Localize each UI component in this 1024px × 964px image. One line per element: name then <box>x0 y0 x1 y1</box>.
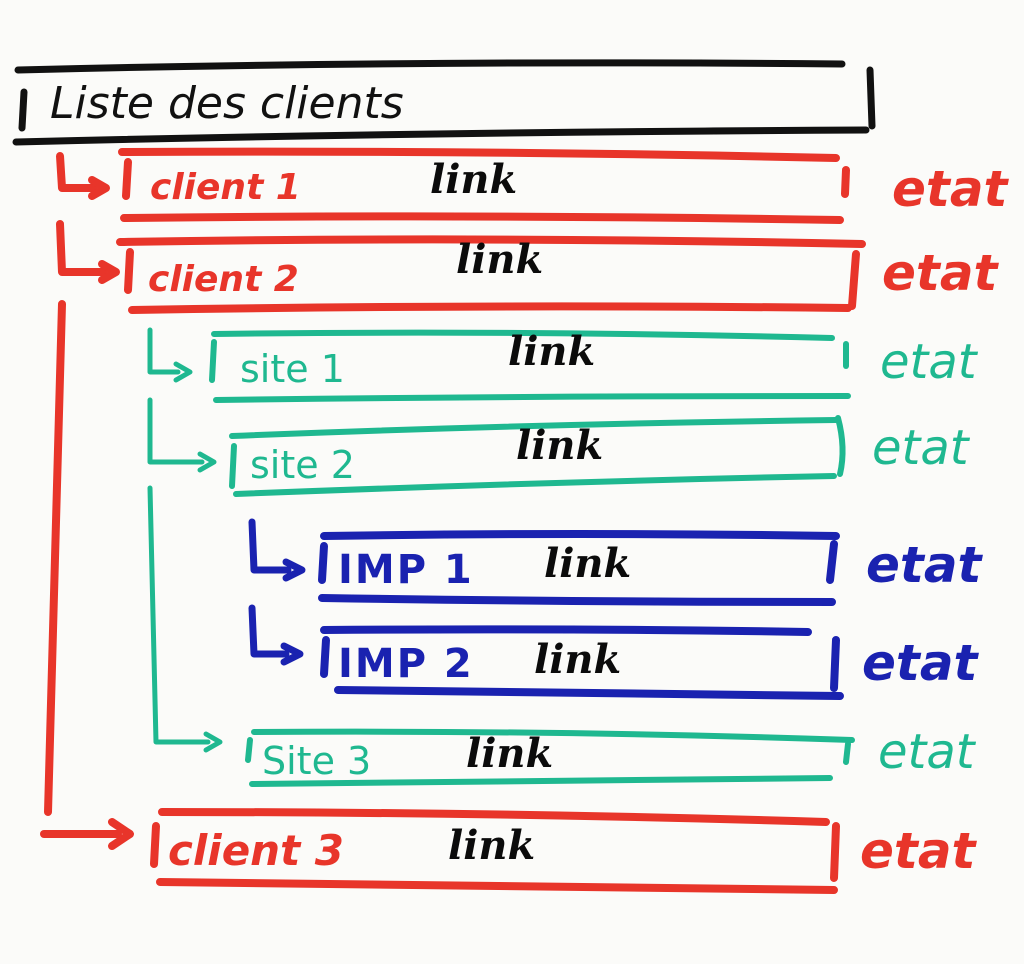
site-2-arrowhead <box>197 451 217 473</box>
row-link-site-1[interactable]: link <box>508 328 596 375</box>
site-3-box <box>245 728 855 787</box>
site-2-box <box>229 415 846 497</box>
row-state-client-3: etat <box>860 822 976 880</box>
client-2-arrowhead <box>98 260 120 284</box>
row-label-site-3: Site 3 <box>262 739 372 783</box>
row-label-client-2: client 2 <box>148 259 299 300</box>
row-label-site-1: site 1 <box>240 347 345 391</box>
client-connectors <box>40 152 134 850</box>
site-3-arrowhead <box>203 731 223 753</box>
row-link-imp-1[interactable]: link <box>544 540 632 587</box>
row-link-site-2[interactable]: link <box>516 422 604 469</box>
row-state-site-2: etat <box>872 420 969 476</box>
header-bottom-line <box>12 126 870 146</box>
client-1-arrow <box>56 152 98 192</box>
row-label-imp-1: IMP 1 <box>338 547 474 593</box>
client-1-arrowhead <box>88 176 110 200</box>
header-left-edge <box>18 88 28 132</box>
imp-connectors <box>248 518 306 666</box>
header-title: Liste des clients <box>50 78 404 129</box>
imp-1-arrowhead <box>282 558 306 582</box>
row-label-client-1: client 1 <box>150 167 301 208</box>
imp-2-arrow <box>248 604 290 658</box>
row-link-site-3[interactable]: link <box>466 730 554 777</box>
site-1-box <box>209 329 851 403</box>
client-1-box <box>118 147 850 224</box>
row-link-client-1[interactable]: link <box>430 156 518 203</box>
imp-2-arrowhead <box>280 642 304 666</box>
header-top-line <box>14 59 846 74</box>
client-3-box <box>150 808 840 894</box>
imp-1-box <box>318 530 840 606</box>
client-3-trunk <box>44 300 66 816</box>
site-connectors <box>147 327 223 753</box>
row-label-site-2: site 2 <box>250 443 355 487</box>
row-link-client-3[interactable]: link <box>448 822 536 869</box>
row-state-client-1: etat <box>892 160 1008 218</box>
row-state-imp-1: etat <box>866 536 982 594</box>
client-2-box <box>116 235 866 314</box>
client-2-arrow <box>56 220 108 276</box>
header-right-edge <box>866 66 876 130</box>
imp-2-box <box>320 625 844 700</box>
row-state-imp-2: etat <box>862 634 978 692</box>
site-1-arrowhead <box>173 361 193 383</box>
header-box <box>12 59 876 146</box>
row-state-site-1: etat <box>880 334 977 390</box>
row-label-client-3: client 3 <box>168 826 344 875</box>
row-label-imp-2: IMP 2 <box>338 641 474 687</box>
row-state-client-2: etat <box>882 244 998 302</box>
site-1-arrow <box>147 327 181 375</box>
row-state-site-3: etat <box>878 724 975 780</box>
client-3-arrowhead <box>108 818 134 850</box>
row-link-client-2[interactable]: link <box>456 236 544 283</box>
imp-1-arrow <box>248 518 292 574</box>
site-3-arrow <box>147 485 211 745</box>
site-2-arrow <box>147 397 205 465</box>
row-link-imp-2[interactable]: link <box>534 636 622 683</box>
